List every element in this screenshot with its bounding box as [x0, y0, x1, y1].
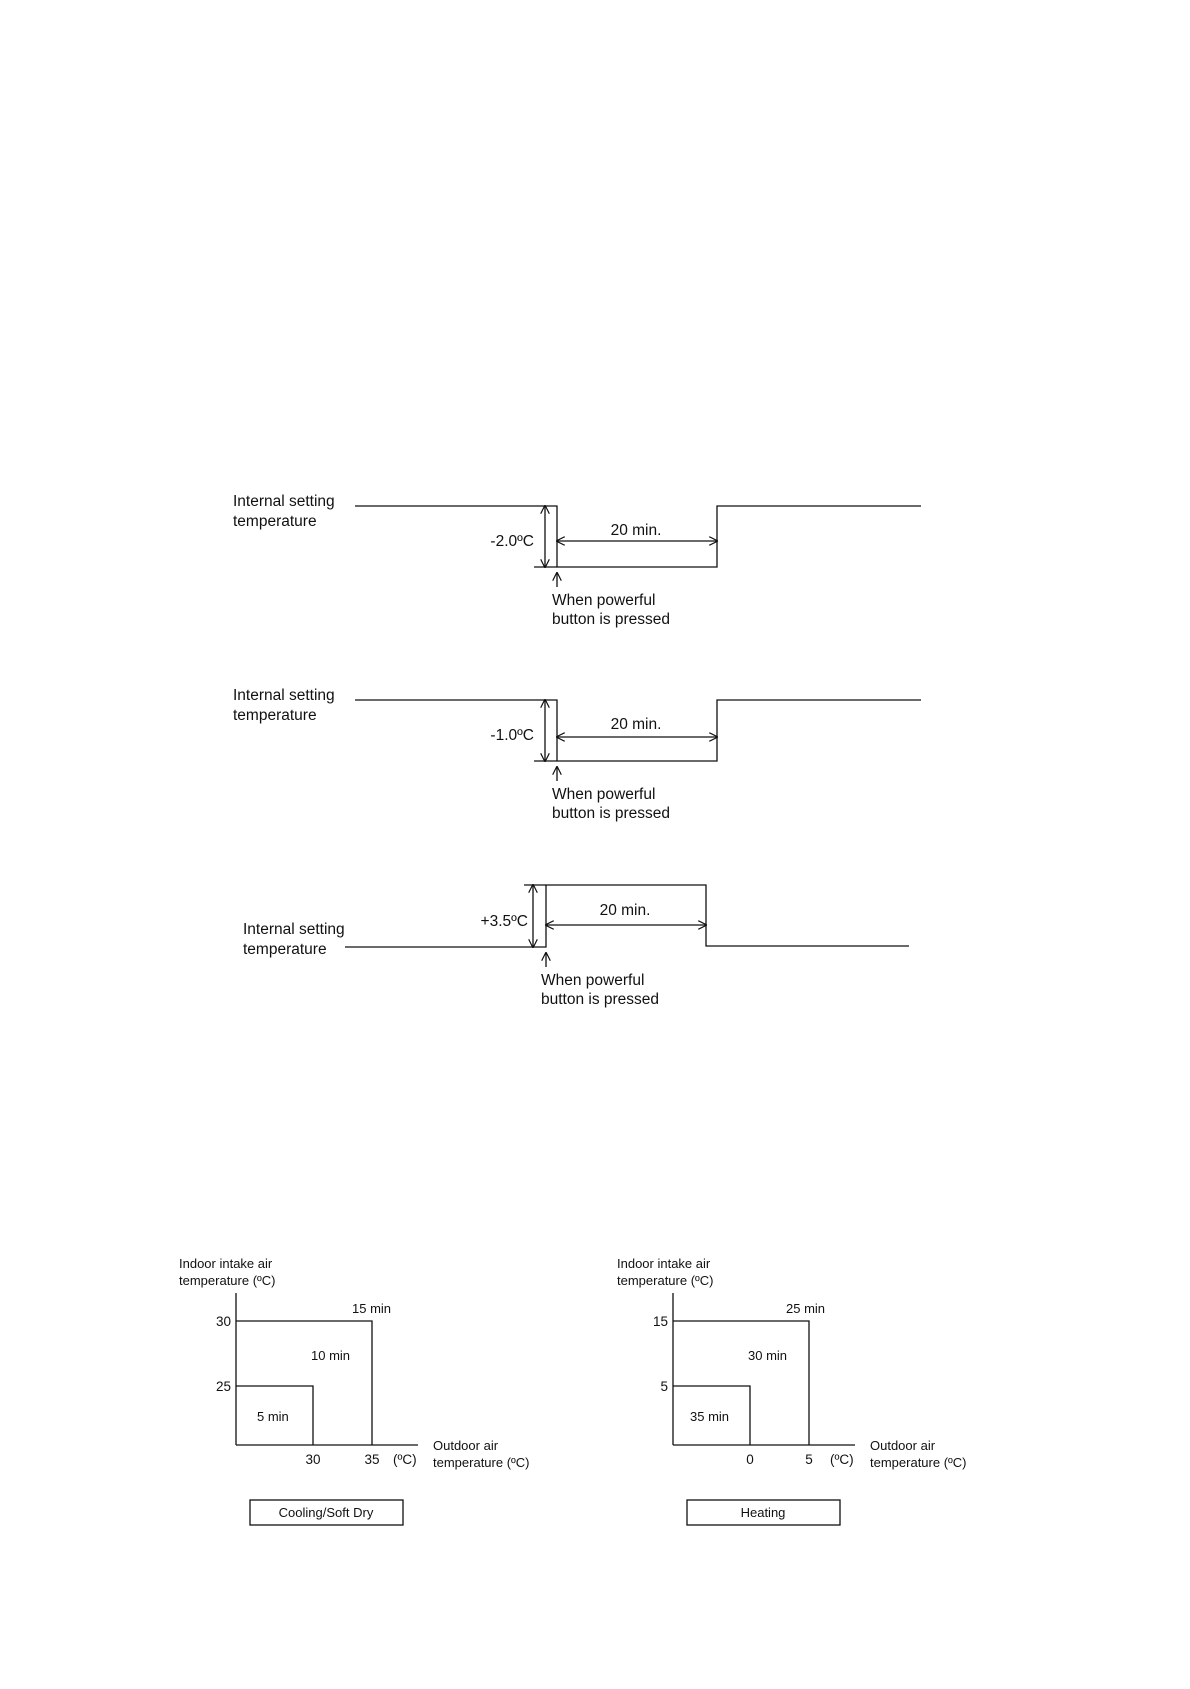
cooling-zone-inner: 5 min: [257, 1409, 289, 1424]
timing-2-label-line1: Internal setting: [233, 687, 335, 704]
heating-y-label-line1: Indoor intake air: [617, 1256, 711, 1271]
cooling-y-tick-1: 30: [216, 1314, 231, 1329]
heating-outer-zone-boundary: [673, 1320, 810, 1445]
timing-3-duration-label: 20 min.: [600, 902, 651, 919]
timing-2-trigger-line1: When powerful: [552, 786, 655, 803]
heating-x-label-line1: Outdoor air: [870, 1438, 936, 1453]
timing-3-setting-waveform: [345, 884, 909, 948]
heating-inner-zone-boundary: [673, 1385, 751, 1445]
heating-zone-inner: 35 min: [690, 1409, 729, 1424]
heating-x-unit: (ºC): [830, 1452, 854, 1467]
heating-x-label-line2: temperature (ºC): [870, 1455, 967, 1470]
heating-x-tick-2: 5: [805, 1452, 813, 1467]
timing-diagram-3: Internal setting temperature +3.5ºC 20 m…: [243, 885, 909, 1008]
timing-2-setting-waveform: [355, 699, 921, 762]
cooling-caption: Cooling/Soft Dry: [279, 1505, 374, 1520]
timing-3-label-line1: Internal setting: [243, 921, 345, 938]
cooling-y-label-line2: temperature (ºC): [179, 1273, 276, 1288]
timing-1-trigger-line2: button is pressed: [552, 611, 670, 628]
timing-3-trigger-line1: When powerful: [541, 972, 644, 989]
cooling-zone-outer: 15 min: [352, 1301, 391, 1316]
timing-2-delta-label: -1.0ºC: [490, 727, 534, 744]
cooling-x-label-line1: Outdoor air: [433, 1438, 499, 1453]
timing-3-trigger-line2: button is pressed: [541, 991, 659, 1008]
timing-2-label-line2: temperature: [233, 707, 317, 724]
heating-y-tick-1: 15: [653, 1314, 668, 1329]
cooling-caption-box: [249, 1499, 404, 1526]
heating-zone-outer: 25 min: [786, 1301, 825, 1316]
cooling-outer-zone-boundary: [236, 1320, 373, 1445]
timing-1-setting-waveform: [355, 505, 921, 568]
zone-chart-heating: Indoor intake air temperature (ºC) 15 5 …: [617, 1256, 967, 1526]
heating-zone-middle: 30 min: [748, 1348, 787, 1363]
cooling-x-tick-1: 30: [305, 1452, 320, 1467]
cooling-y-label-line1: Indoor intake air: [179, 1256, 273, 1271]
timing-diagram-1: Internal setting temperature -2.0ºC 20 m…: [233, 493, 921, 628]
timing-1-delta-label: -2.0ºC: [490, 533, 534, 550]
heating-caption: Heating: [741, 1505, 786, 1520]
cooling-y-tick-2: 25: [216, 1379, 231, 1394]
cooling-x-label-line2: temperature (ºC): [433, 1455, 530, 1470]
heating-x-tick-1: 0: [746, 1452, 754, 1467]
timing-2-duration-label: 20 min.: [611, 716, 662, 733]
cooling-inner-zone-boundary: [236, 1385, 314, 1445]
timing-1-duration-label: 20 min.: [611, 522, 662, 539]
timing-1-label-line2: temperature: [233, 513, 317, 530]
timing-1-trigger-line1: When powerful: [552, 592, 655, 609]
heating-y-label-line2: temperature (ºC): [617, 1273, 714, 1288]
heating-y-tick-2: 5: [660, 1379, 668, 1394]
cooling-zone-middle: 10 min: [311, 1348, 350, 1363]
cooling-x-unit: (ºC): [393, 1452, 417, 1467]
timing-diagram-2: Internal setting temperature -1.0ºC 20 m…: [233, 687, 921, 822]
heating-caption-box: [686, 1499, 841, 1526]
timing-1-label-line1: Internal setting: [233, 493, 335, 510]
timing-2-trigger-line2: button is pressed: [552, 805, 670, 822]
timing-3-label-line2: temperature: [243, 941, 327, 958]
cooling-x-tick-2: 35: [364, 1452, 379, 1467]
zone-chart-cooling: Indoor intake air temperature (ºC) 30 25…: [179, 1256, 530, 1526]
timing-3-delta-label: +3.5ºC: [481, 913, 528, 930]
